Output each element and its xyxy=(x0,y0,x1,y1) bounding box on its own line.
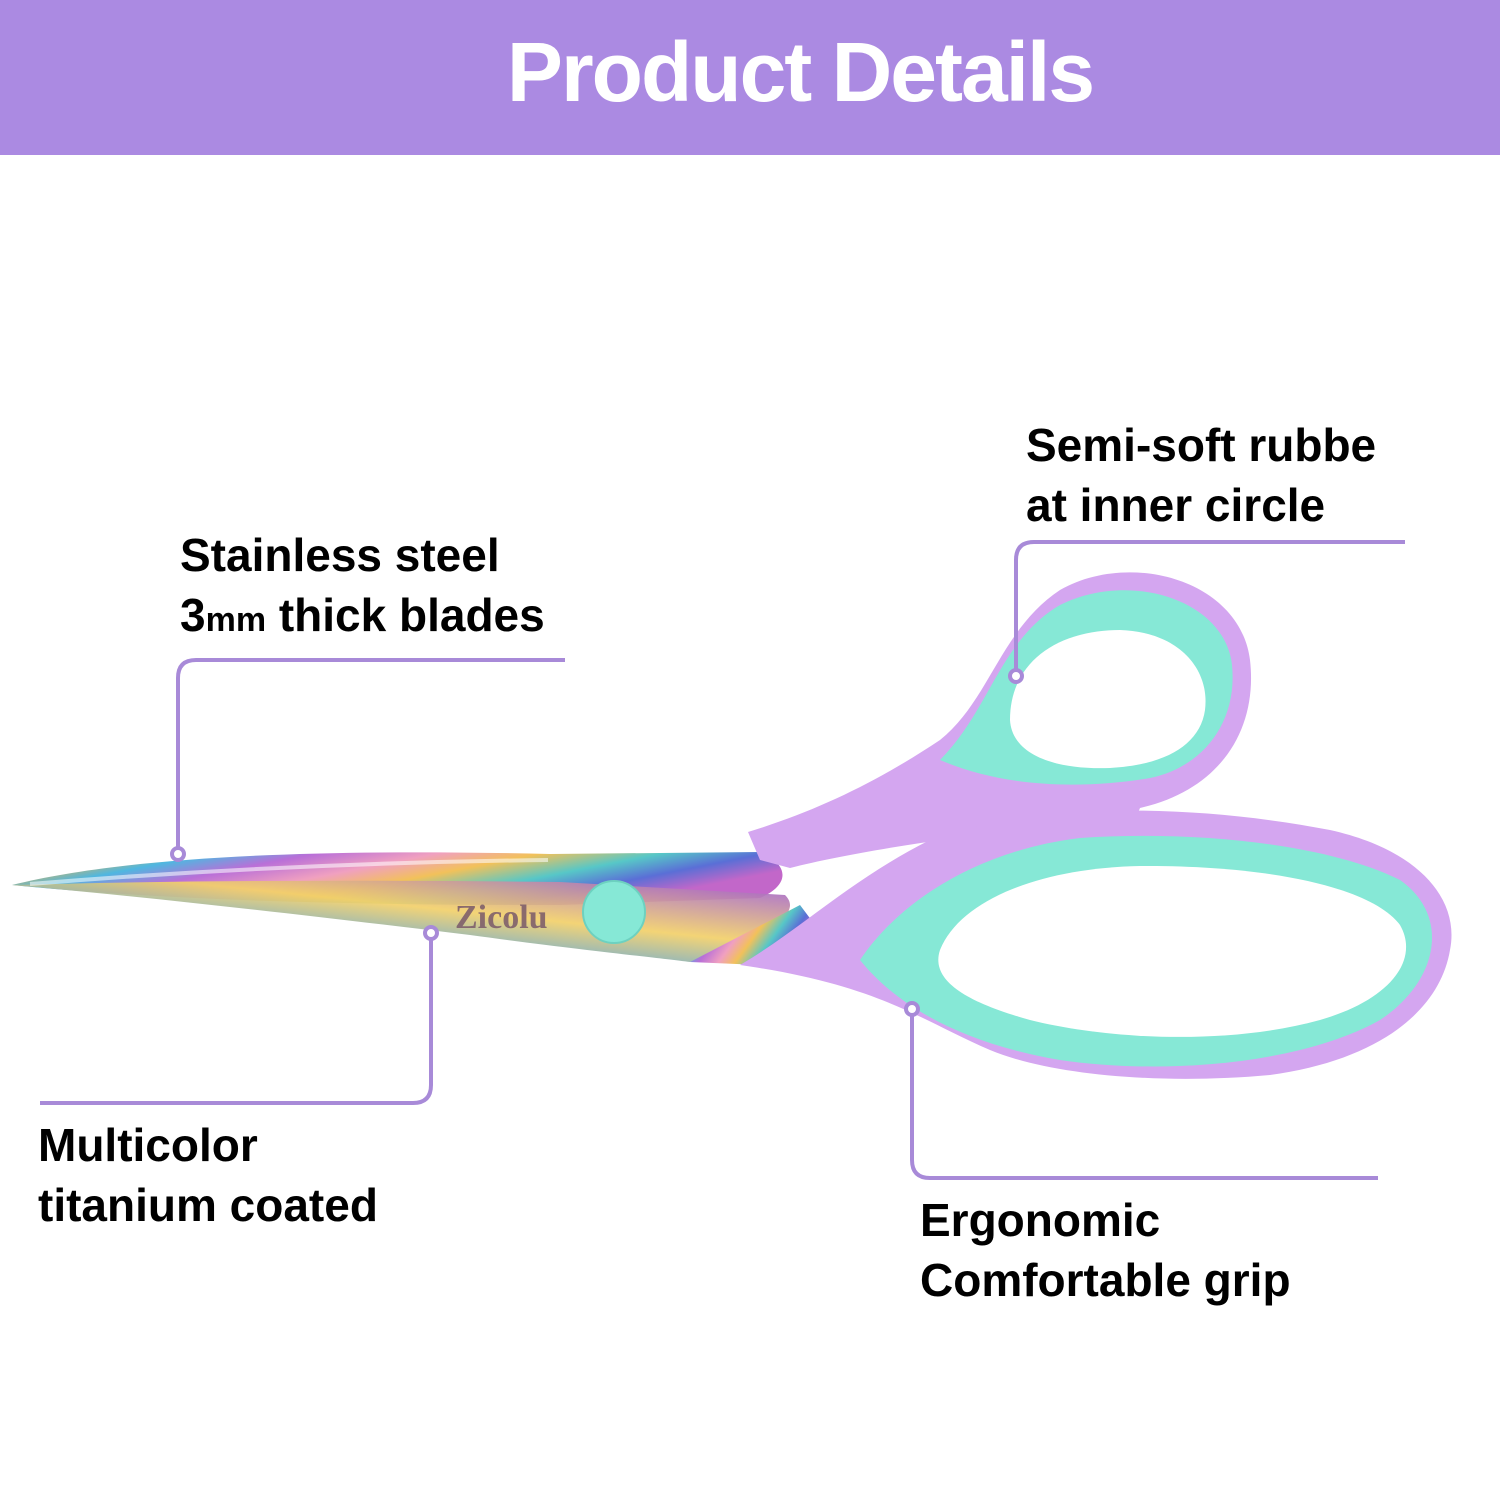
callout-grip-line1: Ergonomic xyxy=(920,1194,1161,1246)
callout-rubber-line2: at inner circle xyxy=(1026,479,1326,531)
header-banner: Product Details xyxy=(0,0,1500,155)
blade-tang xyxy=(690,905,815,965)
callout-grip-line2: Comfortable grip xyxy=(920,1254,1291,1306)
callout-blades-line1: Stainless steel xyxy=(180,529,500,581)
page-title: Product Details xyxy=(506,24,1095,119)
callout-rubber: Semi-soft rubbe at inner circle xyxy=(1026,415,1376,535)
leader-line-blades xyxy=(176,658,565,852)
upper-handle-hole xyxy=(1010,630,1206,769)
callout-coating-line1: Multicolor xyxy=(38,1119,258,1171)
callout-blades: Stainless steel 3mm thick blades xyxy=(180,525,545,650)
pivot-screw xyxy=(583,881,645,943)
leader-dot-coating xyxy=(423,925,439,941)
blade-thickness-unit: mm xyxy=(205,601,267,639)
callout-coating-line2: titanium coated xyxy=(38,1179,378,1231)
leader-line-rubber xyxy=(1014,540,1405,674)
blade-thickness-text: thick blades xyxy=(266,589,545,641)
leader-line-grip xyxy=(910,1009,1378,1180)
leader-dot-grip xyxy=(904,1001,920,1017)
leader-line-coating xyxy=(40,933,433,1105)
callout-grip: Ergonomic Comfortable grip xyxy=(920,1190,1291,1310)
blade-edge-highlight xyxy=(29,858,549,886)
front-blade xyxy=(12,880,790,962)
brand-engraving: Zicolu xyxy=(455,899,548,936)
blade-thickness-value: 3 xyxy=(180,589,206,641)
callout-coating: Multicolor titanium coated xyxy=(38,1115,378,1235)
callout-blades-line2: 3mm thick blades xyxy=(180,585,545,650)
lower-handle-hole xyxy=(938,865,1407,1037)
leader-dot-rubber xyxy=(1008,668,1024,684)
callout-rubber-line1: Semi-soft rubbe xyxy=(1026,419,1377,471)
leader-dot-blades xyxy=(170,846,186,862)
